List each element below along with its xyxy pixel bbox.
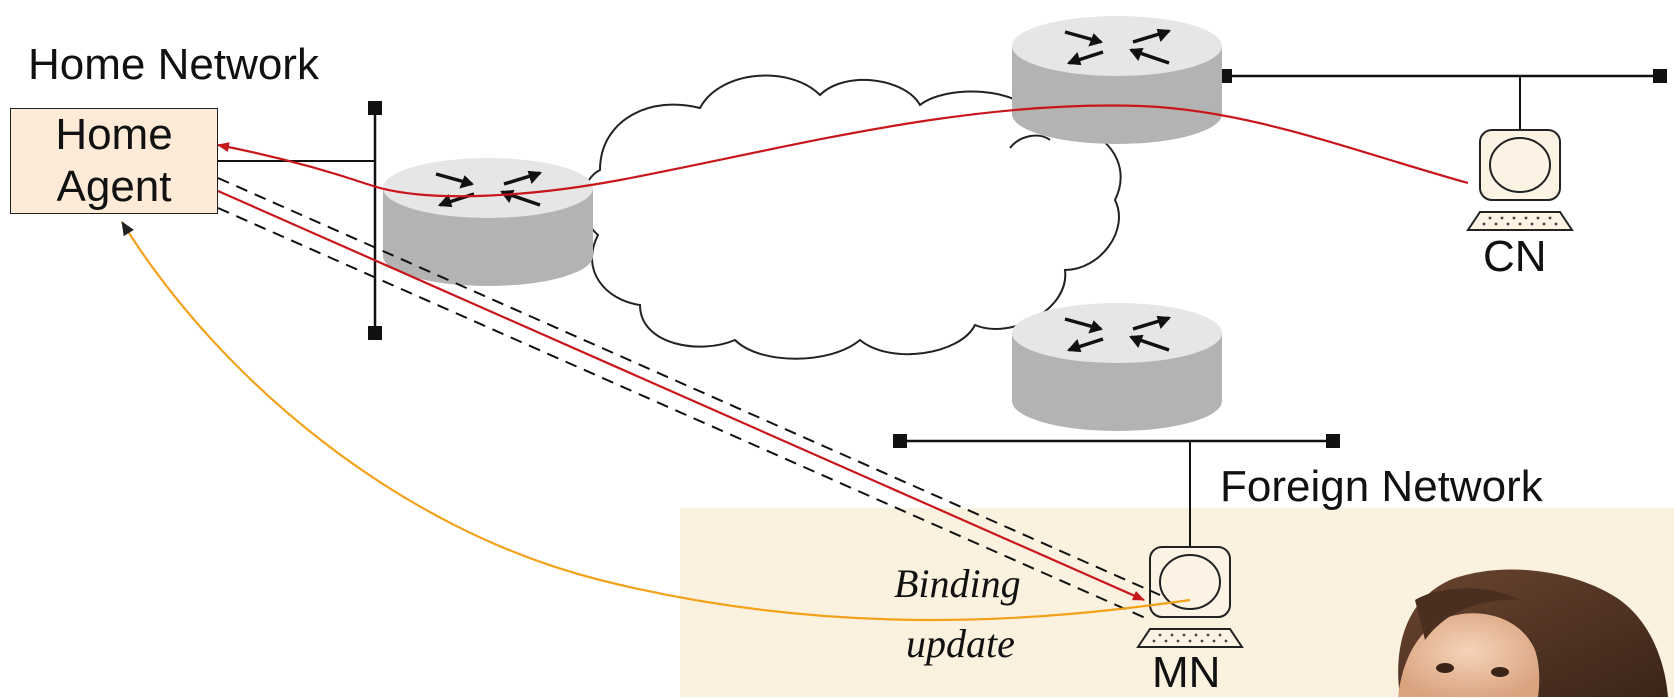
foreign-router-icon (1010, 301, 1224, 433)
tunnel-dashed-upper (217, 177, 1161, 596)
mn-computer-icon (1137, 546, 1243, 648)
home-router-icon (381, 156, 595, 288)
person-photo (1398, 569, 1668, 697)
foreign-network-label: Foreign Network (1220, 462, 1543, 511)
route-cn-to-home-agent (217, 104, 1469, 198)
cn-computer-icon (1467, 129, 1573, 231)
cn-router-icon (1010, 14, 1224, 146)
mn-label: MN (1152, 648, 1221, 697)
cn-label: CN (1483, 232, 1547, 281)
binding-update-label-line1: Binding (894, 561, 1021, 606)
home-agent-box: Home Agent (10, 108, 218, 214)
tunnel-dashed-lower (217, 207, 1151, 621)
home-agent-label-line2: Agent (56, 162, 172, 211)
home-agent-label-line1: Home (55, 110, 173, 159)
home-network-label: Home Network (28, 40, 319, 89)
route-home-agent-to-mn (217, 189, 1145, 602)
binding-update-label-line2: update (906, 621, 1015, 666)
binding-update-arrow (121, 221, 1191, 622)
internet-cloud (581, 74, 1122, 360)
